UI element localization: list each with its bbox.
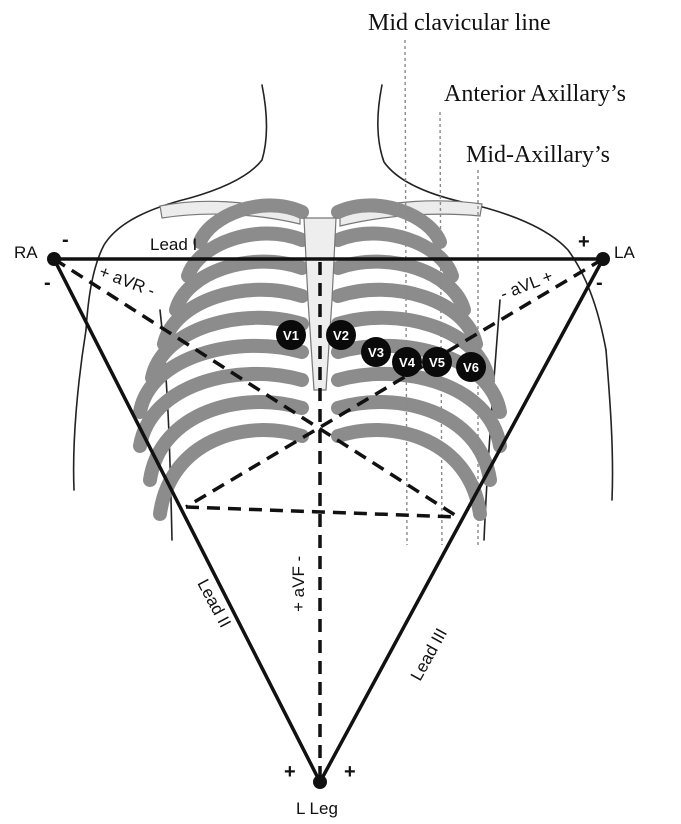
ra-polarity-bottom: - [44, 272, 51, 294]
electrode-label-v2: V2 [333, 328, 349, 343]
leg-electrode [313, 775, 327, 789]
midpoint-connector [186, 507, 458, 517]
leg-polarity-right: + [344, 761, 356, 783]
leg-polarity-left: + [284, 761, 296, 783]
rib-left [160, 430, 302, 514]
ra-electrode [47, 252, 61, 266]
avf-label: + aVF - [289, 556, 308, 612]
left-arm-contour [74, 330, 86, 490]
mid-clavicular-label: Mid clavicular line [368, 10, 551, 36]
ra-polarity-top: - [62, 229, 69, 251]
lead-i-label: Lead I [150, 235, 197, 254]
mid-axillary-label: Mid-Axillary’s [466, 142, 610, 168]
leg-label: L Leg [296, 799, 338, 818]
right-arm-contour [606, 350, 613, 500]
electrode-label-v1: V1 [283, 328, 299, 343]
electrode-label-v4: V4 [399, 355, 416, 370]
rib-right [338, 430, 480, 514]
avl-label: - aVL + [498, 266, 556, 303]
lead-iii-label: Lead III [407, 625, 451, 684]
la-polarity-bottom: - [596, 272, 603, 294]
ra-label: RA [14, 243, 38, 262]
la-polarity-top: + [578, 231, 590, 253]
la-electrode [596, 252, 610, 266]
electrode-label-v3: V3 [368, 345, 384, 360]
electrode-label-v5: V5 [429, 355, 445, 370]
electrode-label-v6: V6 [463, 360, 479, 375]
la-label: LA [614, 243, 635, 262]
anterior-axillary-label: Anterior Axillary’s [444, 81, 626, 107]
avr-label: + aVR - [97, 262, 158, 301]
